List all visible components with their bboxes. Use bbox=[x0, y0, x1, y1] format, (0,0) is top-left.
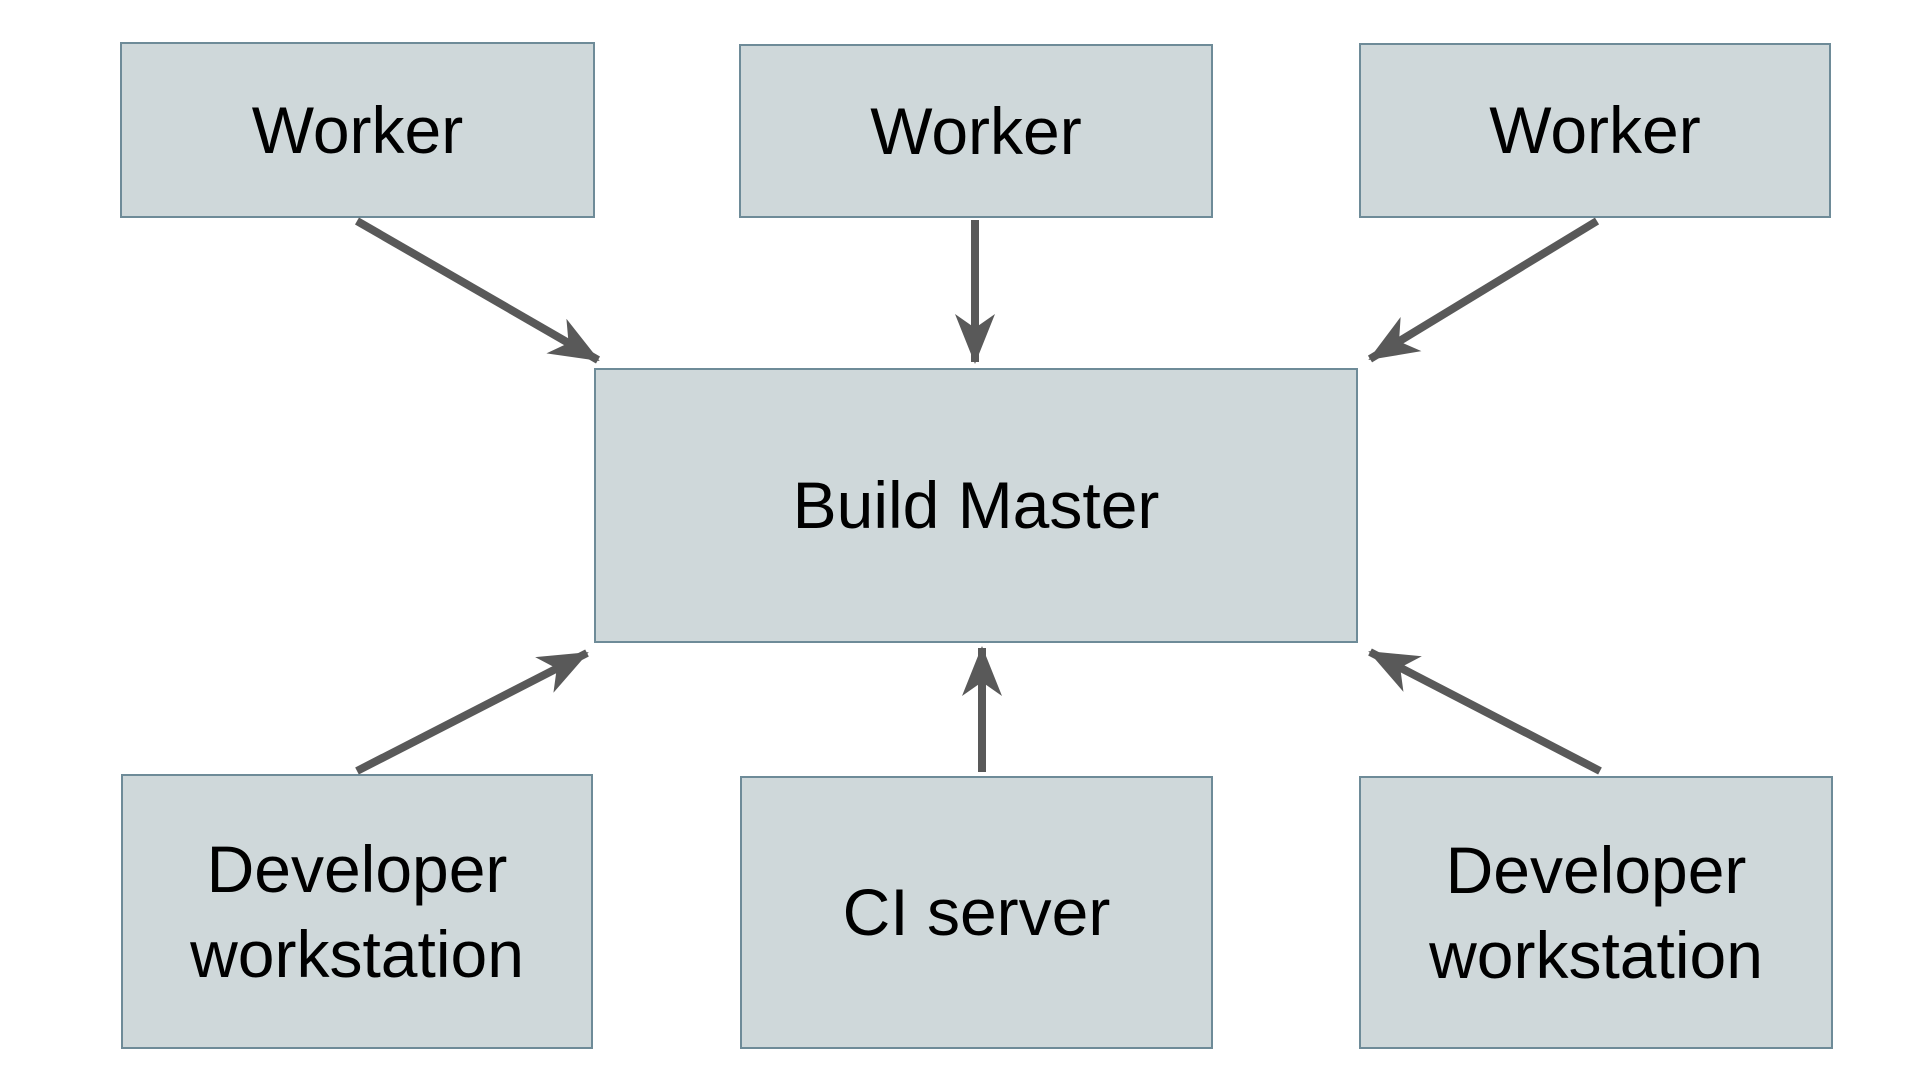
node-worker-left: Worker bbox=[120, 42, 595, 218]
edge-dev-workstation-right-to-build-master bbox=[1368, 648, 1602, 775]
node-developer-workstation-left: Developer workstation bbox=[121, 774, 593, 1049]
edge-worker-left-to-build-master bbox=[355, 217, 600, 364]
node-build-master-label: Build Master bbox=[792, 468, 1160, 543]
node-developer-workstation-right-label: Developer workstation bbox=[1429, 833, 1763, 992]
node-worker-center: Worker bbox=[739, 44, 1213, 218]
node-worker-right-label: Worker bbox=[1489, 93, 1701, 168]
node-ci-server-label: CI server bbox=[842, 875, 1111, 950]
node-worker-right: Worker bbox=[1359, 43, 1831, 218]
node-developer-workstation-left-label: Developer workstation bbox=[190, 832, 524, 991]
node-developer-workstation-right: Developer workstation bbox=[1359, 776, 1833, 1049]
edge-worker-right-to-build-master bbox=[1367, 217, 1600, 363]
node-worker-center-label: Worker bbox=[870, 93, 1082, 168]
node-build-master: Build Master bbox=[594, 368, 1358, 643]
edge-dev-workstation-left-to-build-master bbox=[355, 649, 589, 775]
node-worker-left-label: Worker bbox=[251, 92, 464, 167]
node-ci-server: CI server bbox=[740, 776, 1213, 1049]
